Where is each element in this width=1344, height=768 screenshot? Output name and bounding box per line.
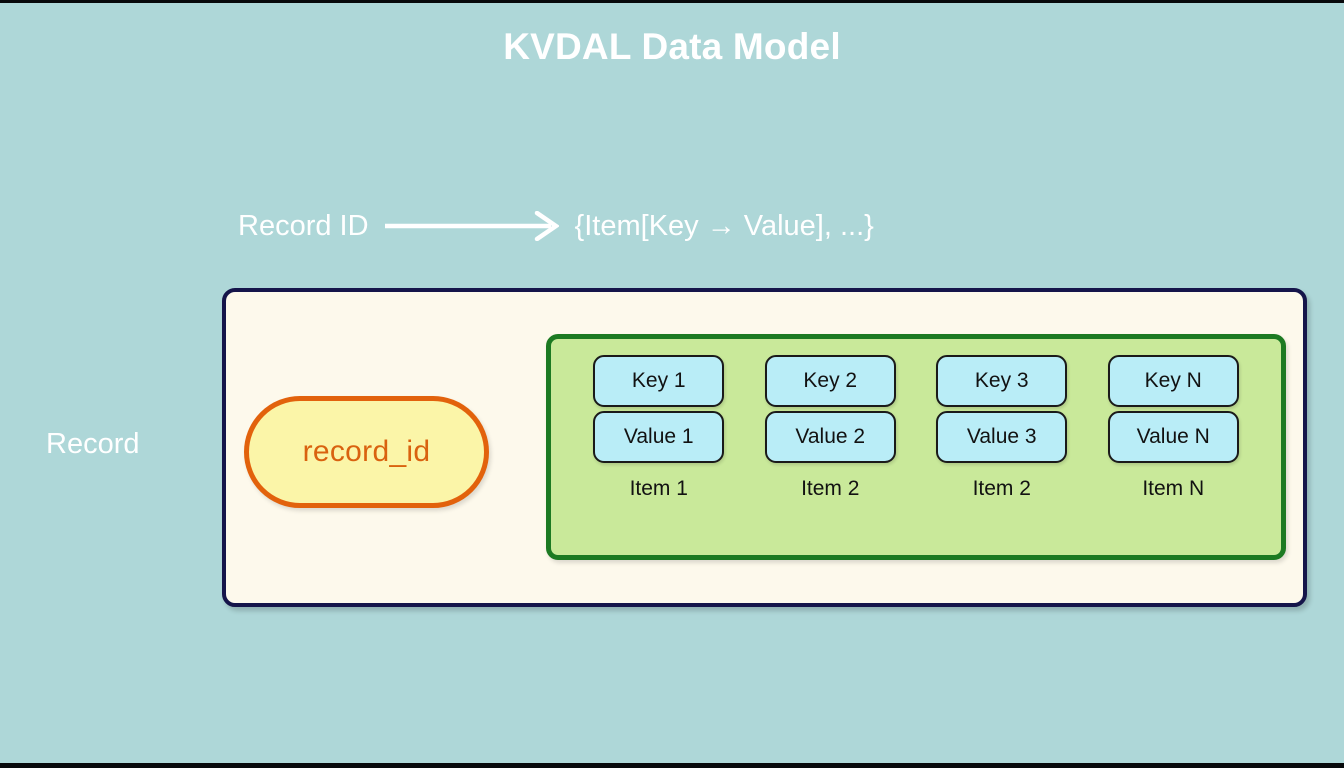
key-cell: Key N xyxy=(1107,355,1239,407)
item-column: Key 3 Value 3 Item 2 xyxy=(935,355,1068,501)
record-container: record_id Key 1 Value 1 Item 1 Key 2 Val… xyxy=(222,288,1307,607)
record-id-node: record_id xyxy=(244,396,489,508)
mapping-target-label: {Item[Key → Value], ...} xyxy=(574,209,874,242)
item-column: Key 2 Value 2 Item 2 xyxy=(764,355,897,501)
top-edge-bar xyxy=(0,0,1344,3)
long-right-arrow-icon xyxy=(384,211,559,241)
item-label: Item 2 xyxy=(801,477,860,500)
value-cell: Value 1 xyxy=(593,411,725,463)
items-container: Key 1 Value 1 Item 1 Key 2 Value 2 Item … xyxy=(546,334,1286,560)
page-title: KVDAL Data Model xyxy=(503,26,841,67)
item-column: Key N Value N Item N xyxy=(1107,355,1240,501)
record-id-label: record_id xyxy=(302,435,431,468)
bottom-edge-bar xyxy=(0,763,1344,768)
record-caption: Record xyxy=(46,428,140,460)
key-cell: Key 3 xyxy=(936,355,1068,407)
mapping-expression: Record ID {Item[Key → Value], ...} xyxy=(238,204,874,248)
item-column: Key 1 Value 1 Item 1 xyxy=(592,355,725,501)
item-label: Item 2 xyxy=(972,477,1031,500)
value-cell: Value 2 xyxy=(764,411,896,463)
key-cell: Key 2 xyxy=(764,355,896,407)
item-label: Item N xyxy=(1142,477,1205,500)
value-cell: Value N xyxy=(1107,411,1239,463)
mapping-source-label: Record ID xyxy=(238,209,369,242)
key-cell: Key 1 xyxy=(593,355,725,407)
item-label: Item 1 xyxy=(629,477,688,500)
value-cell: Value 3 xyxy=(936,411,1068,463)
